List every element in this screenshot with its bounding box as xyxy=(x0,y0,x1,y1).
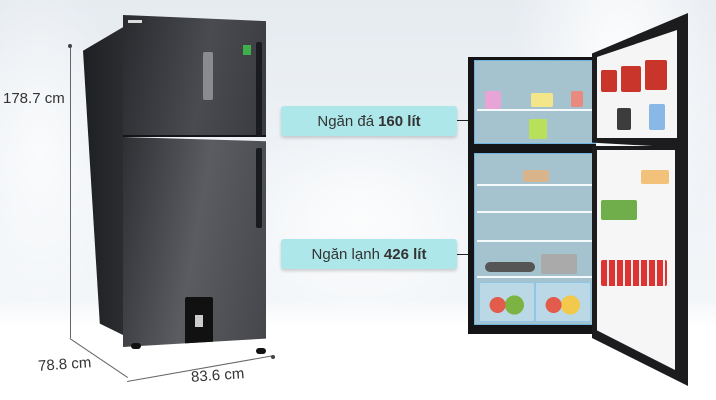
dispenser-slot xyxy=(195,315,203,327)
fridge-item-pot xyxy=(541,254,577,274)
fridge-capacity-callout: Ngăn lạnh 426 lít xyxy=(281,239,457,269)
door-item xyxy=(601,200,637,220)
fridge-door-handle xyxy=(256,148,262,228)
fridge-foot xyxy=(131,343,141,349)
door-item xyxy=(621,66,641,92)
freezer-capacity-callout: Ngăn đá 160 lít xyxy=(281,106,457,136)
control-panel xyxy=(203,52,213,100)
height-dimension-label: 178.7 cm xyxy=(3,90,65,107)
callout-value: 160 lít xyxy=(378,112,421,130)
fridge-item-cake xyxy=(523,170,549,182)
door-item-cans xyxy=(601,260,667,286)
door-item xyxy=(649,104,665,130)
open-fridge-door-inner xyxy=(597,150,675,370)
fridge-shelf xyxy=(477,240,593,242)
height-dimension-top-dot xyxy=(68,44,72,48)
freezer-compartment xyxy=(474,60,596,144)
freezer-item xyxy=(529,119,547,139)
callout-value: 426 lít xyxy=(383,245,427,263)
freezer-door-handle xyxy=(256,42,262,137)
door-item xyxy=(601,70,617,92)
fridge-foot xyxy=(256,348,266,354)
door-item xyxy=(645,60,667,90)
freezer-item xyxy=(571,91,583,107)
height-dimension-line xyxy=(70,46,71,338)
callout-label: Ngăn đá xyxy=(317,112,375,130)
brand-logo xyxy=(128,20,142,23)
energy-label-icon xyxy=(243,45,251,55)
water-dispenser xyxy=(185,297,213,347)
fridge-front xyxy=(123,15,266,354)
fridge-shelf xyxy=(477,276,593,278)
fridge-item-pan xyxy=(485,262,535,272)
freezer-item xyxy=(531,93,553,107)
vegetables xyxy=(485,294,527,316)
fridge-compartment xyxy=(474,153,596,325)
freezer-door xyxy=(123,15,266,137)
door-item xyxy=(641,170,669,184)
freezer-shelf xyxy=(477,109,593,111)
width-dimension-end-dot xyxy=(271,355,275,359)
freezer-item xyxy=(485,91,501,109)
door-item xyxy=(617,108,631,130)
fridge-shelf xyxy=(477,184,593,186)
fridge-shelf xyxy=(477,211,593,213)
fridge-door xyxy=(123,137,266,347)
callout-label: Ngăn lạnh xyxy=(311,245,380,263)
vegetables xyxy=(541,294,583,316)
